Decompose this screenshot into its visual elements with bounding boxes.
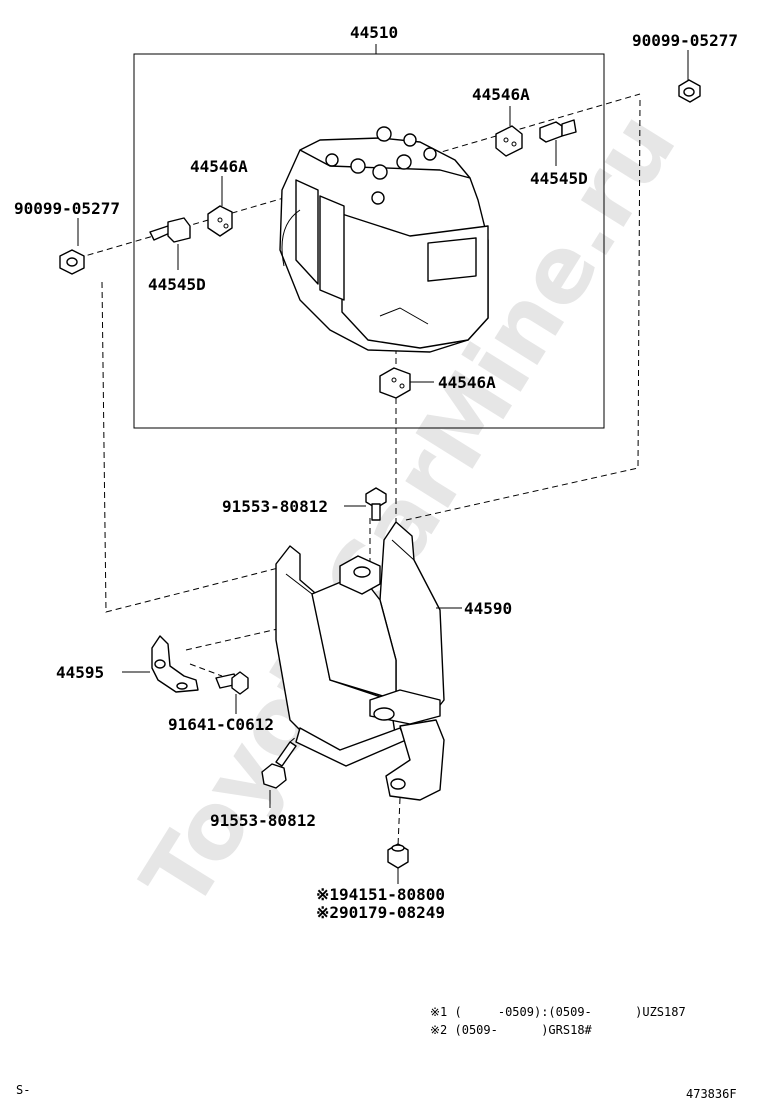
- cushion-bottom: [379, 367, 411, 399]
- bolt-top-right: [678, 79, 701, 103]
- label-cushion-bottom: 44546A: [438, 373, 496, 392]
- label-bolt-lower: 91553-80812: [210, 811, 316, 830]
- main-bracket: [275, 521, 445, 801]
- assembly-frame: [133, 53, 605, 429]
- stud-top-right: [539, 119, 577, 143]
- bolt-lower: [261, 741, 297, 789]
- label-bolt-left: 90099-05277: [14, 199, 120, 218]
- bolt-small: [215, 671, 249, 695]
- label-assembly: 44510: [350, 23, 398, 42]
- footer-code: 473836F: [686, 1087, 737, 1101]
- small-bolt-dashed-line: [189, 663, 223, 677]
- label-bolt-top-right: 90099-05277: [632, 31, 738, 50]
- bolt-upper: [365, 487, 387, 521]
- label-nut-1: ※194151-80800: [316, 885, 445, 904]
- label-stud-left: 44545D: [148, 275, 206, 294]
- note-line-2: ※2 (0509- )GRS18#: [430, 1023, 593, 1037]
- label-small-bracket: 44595: [56, 663, 104, 682]
- stud-left: [149, 217, 191, 243]
- nut-dashed-line: [397, 797, 401, 847]
- abs-actuator: [279, 126, 489, 353]
- footer-left: S-: [16, 1083, 30, 1097]
- small-bracket: [151, 635, 199, 693]
- right-dashed-line: [405, 99, 641, 521]
- note-line-1: ※1 ( -0509):(0509- )UZS187: [430, 1005, 686, 1019]
- label-bolt-small: 91641-C0612: [168, 715, 274, 734]
- nut: [387, 843, 409, 869]
- bolt-left: [59, 249, 85, 275]
- left-dashed-line: [101, 281, 287, 613]
- label-cushion-top-right: 44546A: [472, 85, 530, 104]
- label-bolt-upper: 91553-80812: [222, 497, 328, 516]
- label-stud-top-right: 44545D: [530, 169, 588, 188]
- cushion-left: [207, 205, 233, 237]
- label-nut-2: ※290179-08249: [316, 903, 445, 922]
- cushion-top-right: [495, 125, 523, 157]
- label-cushion-left: 44546A: [190, 157, 248, 176]
- label-main-bracket: 44590: [464, 599, 512, 618]
